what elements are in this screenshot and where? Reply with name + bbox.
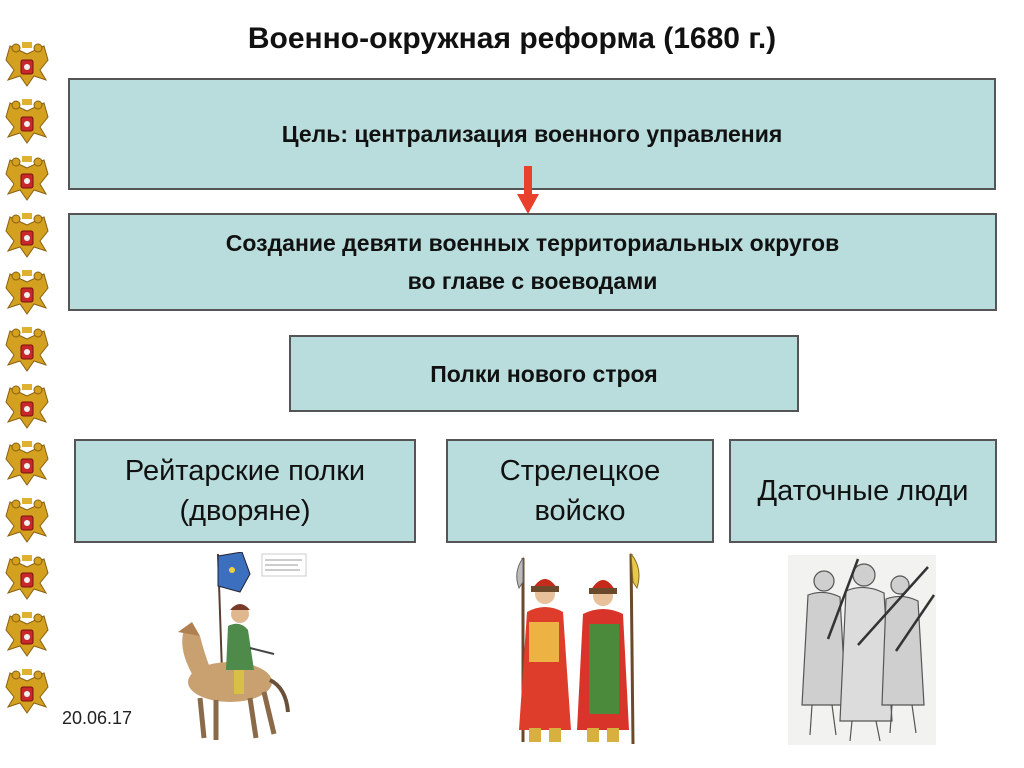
cavalryman-illustration bbox=[178, 552, 307, 740]
double-headed-eagle-icon bbox=[5, 327, 49, 372]
double-headed-eagle-icon bbox=[5, 669, 49, 714]
districts-line-1: Создание девяти военных территориальных … bbox=[225, 230, 840, 256]
double-headed-eagle-icon bbox=[5, 213, 49, 258]
double-headed-eagle-icon bbox=[5, 384, 49, 429]
districts-box: Создание девяти военных территориальных … bbox=[68, 213, 997, 311]
conscripts-illustration bbox=[788, 555, 936, 745]
arrow-down-icon bbox=[517, 166, 539, 214]
slide-title: Военно-окружная реформа (1680 г.) bbox=[247, 22, 777, 55]
regiments-box: Полки нового строя bbox=[289, 335, 799, 412]
branch-datochnye-text: Даточные люди bbox=[757, 475, 969, 507]
streltsy-illustration bbox=[516, 552, 640, 745]
regiments-text: Полки нового строя bbox=[430, 360, 658, 387]
eagle-emblem-strip bbox=[0, 40, 55, 730]
double-headed-eagle-icon bbox=[5, 99, 49, 144]
branch-reitar-line-1: Рейтарские полки bbox=[124, 455, 366, 487]
branch-box-streltsy: Стрелецкое войско bbox=[446, 439, 714, 543]
double-headed-eagle-icon bbox=[5, 42, 49, 87]
double-headed-eagle-icon bbox=[5, 156, 49, 201]
branch-streltsy-line-2: войско bbox=[534, 495, 626, 527]
double-headed-eagle-icon bbox=[5, 498, 49, 543]
double-headed-eagle-icon bbox=[5, 441, 49, 486]
branch-box-reitar: Рейтарские полки (дворяне) bbox=[74, 439, 416, 543]
double-headed-eagle-icon bbox=[5, 270, 49, 315]
double-headed-eagle-icon bbox=[5, 612, 49, 657]
slide-date: 20.06.17 bbox=[62, 708, 133, 728]
goal-text: Цель: централизация военного управления bbox=[281, 121, 783, 147]
double-headed-eagle-icon bbox=[5, 555, 49, 600]
branch-reitar-line-2: (дворяне) bbox=[179, 495, 311, 527]
districts-line-2: во главе с воеводами bbox=[407, 268, 658, 294]
branch-streltsy-line-1: Стрелецкое bbox=[499, 455, 661, 487]
branch-box-datochnye: Даточные люди bbox=[729, 439, 997, 543]
